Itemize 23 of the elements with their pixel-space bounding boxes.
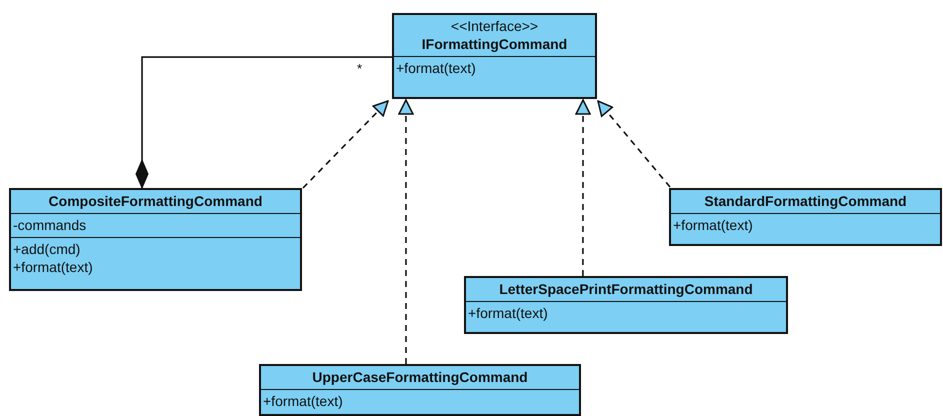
method-text: +format(text) <box>673 216 753 234</box>
realization-arrow <box>302 100 389 189</box>
class-name: UpperCaseFormattingCommand <box>312 368 528 386</box>
composition-line <box>136 56 392 188</box>
method-text: +format(text) <box>468 304 548 322</box>
class-name: StandardFormattingCommand <box>704 192 907 210</box>
class-box <box>9 188 302 291</box>
realization-arrow <box>597 100 671 188</box>
stereotype-label: <<Interface>> <box>450 17 538 35</box>
method-text: +format(text) <box>263 392 343 410</box>
class-box <box>259 364 581 416</box>
method-text: +format(text) <box>13 258 93 276</box>
realization-arrow <box>398 99 414 364</box>
class-box <box>669 188 942 246</box>
method-text: +add(cmd) <box>13 240 80 258</box>
realization-arrow <box>575 99 591 276</box>
class-box <box>464 276 788 334</box>
class-name: IFormattingCommand <box>422 35 568 53</box>
method-text: +format(text) <box>396 59 476 77</box>
class-name: CompositeFormattingCommand <box>48 192 262 210</box>
class-name: LetterSpacePrintFormattingCommand <box>499 280 753 298</box>
interface-box <box>392 13 597 99</box>
attribute-text: -commands <box>13 216 86 234</box>
